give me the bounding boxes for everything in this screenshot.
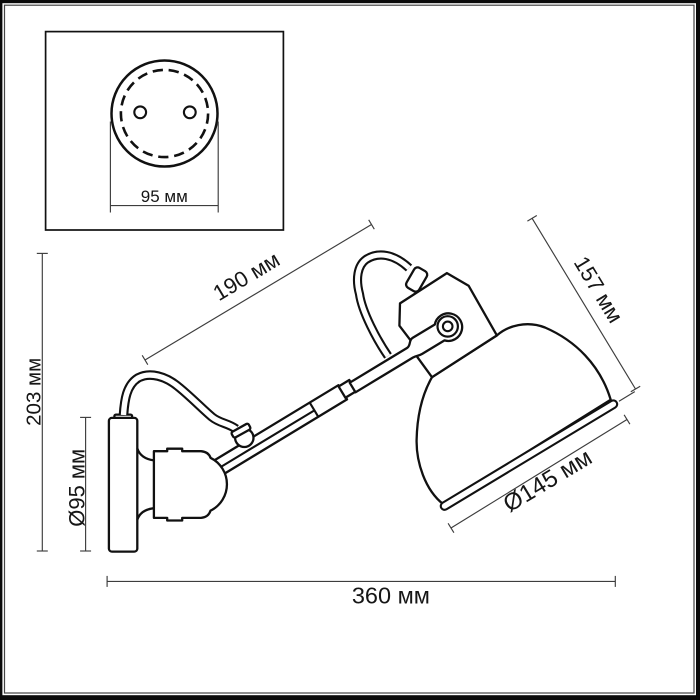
svg-text:360 мм: 360 мм <box>352 582 430 608</box>
svg-text:203 мм: 203 мм <box>23 358 46 426</box>
svg-text:95 мм: 95 мм <box>141 187 188 206</box>
svg-text:Ø95 мм: Ø95 мм <box>64 449 89 527</box>
